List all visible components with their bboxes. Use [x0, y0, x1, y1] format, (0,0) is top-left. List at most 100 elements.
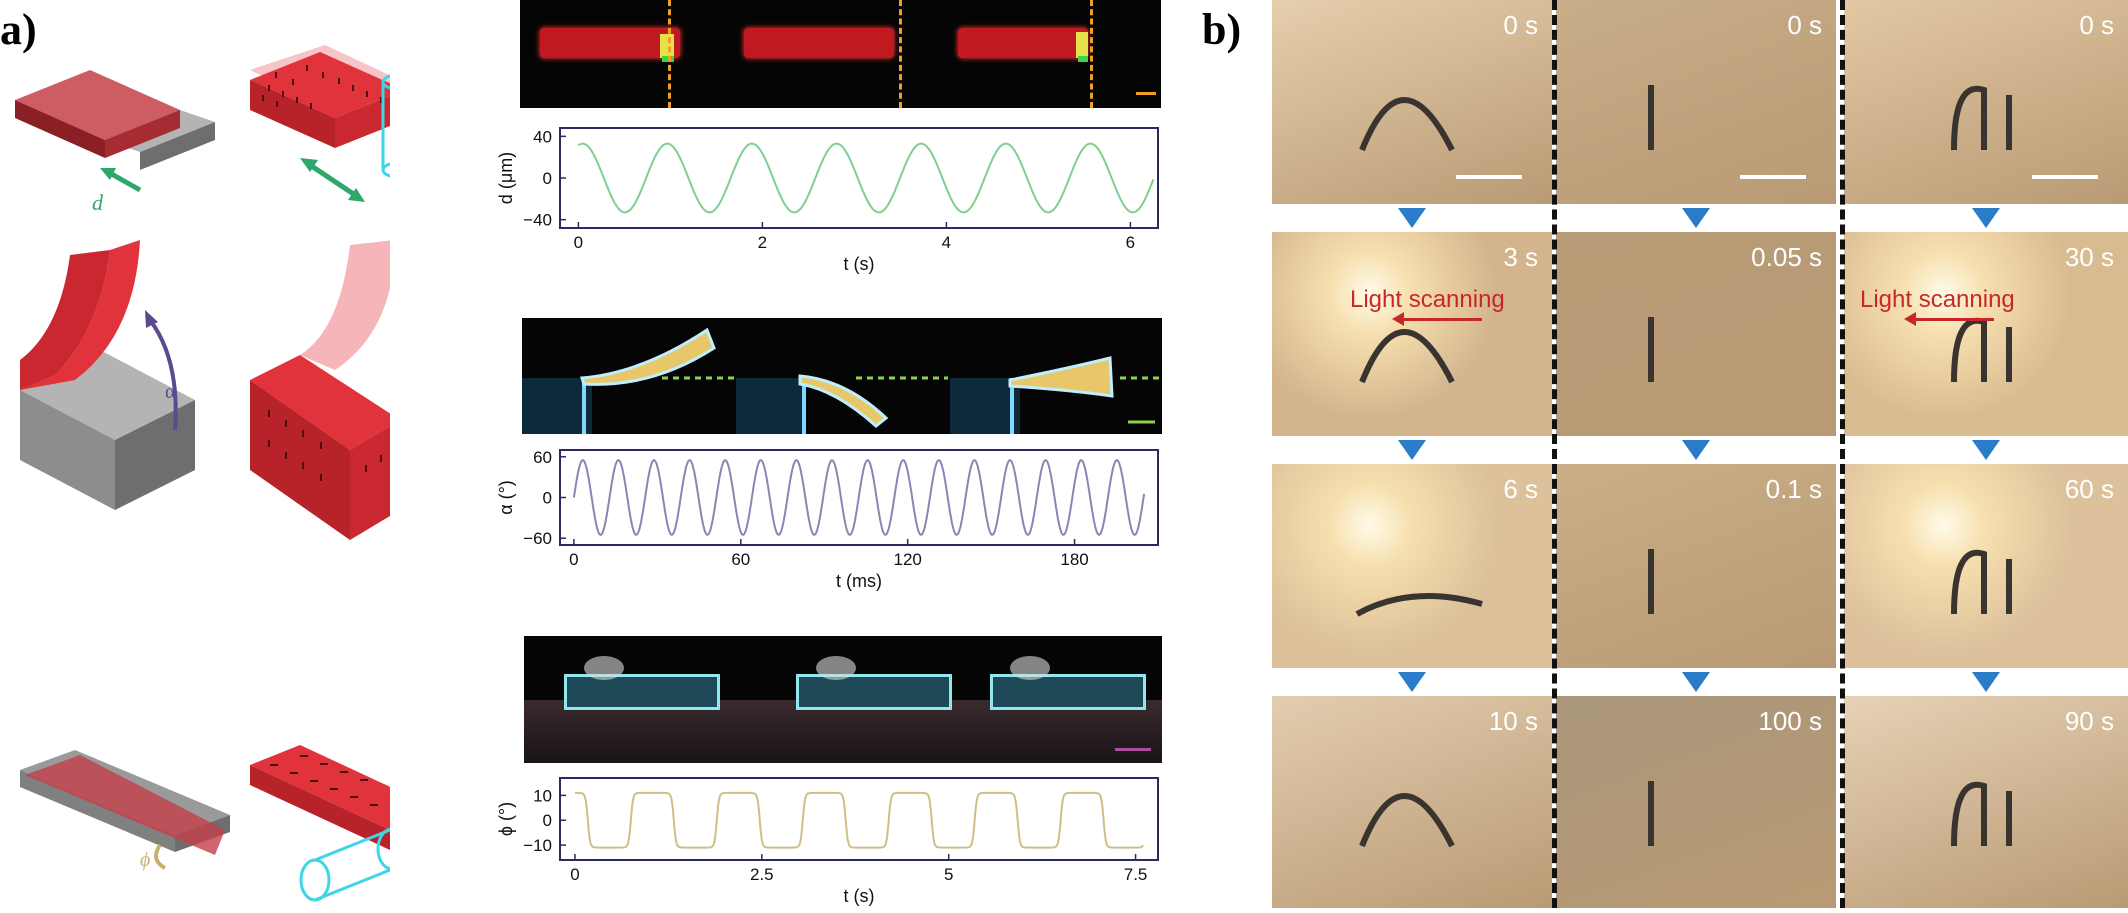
x-tick-label: 180	[1060, 550, 1088, 569]
micrograph-bending	[522, 318, 1162, 434]
time-label: 100 s	[1758, 706, 1822, 736]
y-tick-label: 40	[533, 127, 552, 146]
y-axis-label: ϕ (°)	[496, 802, 516, 836]
x-tick-label: 6	[1126, 233, 1135, 252]
sample-silhouette	[1951, 317, 2012, 383]
label-alpha: α	[165, 381, 176, 403]
y-axis-label: α (°)	[496, 480, 516, 515]
y-tick-label: −40	[523, 211, 552, 230]
micrograph-translation	[520, 0, 1161, 108]
y-axis-label: d (μm)	[496, 152, 516, 204]
light-scanning-arrowhead	[1392, 312, 1404, 326]
schematic-translation-patterned	[250, 45, 390, 202]
schematics: d α	[15, 45, 390, 902]
plot-twisting: 10 0 −10 0 2.5 5 7.5 t (s) ϕ (°)	[490, 772, 1170, 908]
time-label: 6 s	[1503, 474, 1538, 504]
x-tick-label: 5	[944, 865, 953, 884]
x-tick-label: 0	[570, 865, 579, 884]
light-scanning-label: Light scanning	[1350, 286, 1505, 313]
down-arrow	[1682, 208, 1710, 228]
time-label: 30 s	[2064, 242, 2114, 272]
sample-silhouette	[1359, 97, 1455, 152]
down-arrow	[1398, 208, 1426, 228]
light-scanning-arrowhead	[1904, 312, 1916, 326]
schematic-twisting: ϕ	[20, 750, 230, 871]
photo-frame: 10 s	[1272, 696, 1552, 908]
time-label: 0 s	[2079, 10, 2114, 40]
x-tick-label: 2.5	[750, 865, 774, 884]
time-label: 90 s	[2064, 706, 2114, 736]
label-d: d	[92, 190, 104, 215]
sample-silhouette	[1355, 593, 1483, 617]
sample-silhouette	[1951, 85, 2012, 151]
time-label: 0 s	[1503, 10, 1538, 40]
x-tick-label: 0	[569, 550, 578, 569]
x-axis-label: t (ms)	[836, 571, 882, 591]
photo-frame: 0 s	[1272, 0, 1552, 204]
x-tick-label: 4	[942, 233, 951, 252]
down-arrow	[1682, 440, 1710, 460]
photo-frame: 0.05 s	[1556, 232, 1836, 436]
y-tick-label: 0	[543, 169, 552, 188]
plot-bending-svg: 60 0 −60 0 60 120 180 t (ms) α (°)	[496, 448, 1159, 591]
photo-frame: 0 s	[1556, 0, 1836, 204]
photo-frame: 100 s	[1556, 696, 1836, 908]
down-arrow	[1682, 672, 1710, 692]
down-arrow	[1398, 672, 1426, 692]
y-tick-label: 10	[533, 786, 552, 805]
y-tick-label: −60	[523, 529, 552, 548]
column-separator	[1552, 0, 1557, 908]
down-arrow	[1972, 672, 2000, 692]
y-tick-label: 0	[543, 489, 552, 508]
time-label: 60 s	[2064, 474, 2114, 504]
series-line	[577, 142, 1155, 214]
x-tick-label: 2	[758, 233, 767, 252]
scale-bar	[1456, 175, 1522, 179]
y-tick-label: −10	[523, 836, 552, 855]
panel-label-a: a)	[0, 5, 37, 54]
y-tick-label: 60	[533, 448, 552, 467]
photo-frame: 0.1 s	[1556, 464, 1836, 668]
x-axis-label: t (s)	[844, 886, 875, 906]
plot-twisting-svg: 10 0 −10 0 2.5 5 7.5 t (s) ϕ (°)	[496, 777, 1159, 906]
label-phi: ϕ	[140, 849, 150, 871]
panel-label-b: b)	[1202, 5, 1242, 54]
schematic-twisting-patterned	[250, 745, 390, 902]
down-arrow	[1398, 440, 1426, 460]
sample-silhouette	[1359, 329, 1455, 384]
sample-silhouette	[1648, 317, 1654, 382]
light-scanning-arrow	[1914, 318, 1994, 321]
sample-silhouette	[1359, 793, 1455, 848]
schematic-translation: d	[15, 70, 215, 215]
sample-silhouette	[1648, 85, 1654, 150]
photo-frame: 30 s Light scanning	[1844, 232, 2128, 436]
x-tick-label: 60	[731, 550, 750, 569]
time-label: 10 s	[1488, 706, 1538, 736]
photo-frame: 90 s	[1844, 696, 2128, 908]
schematic-bending: α	[20, 240, 195, 510]
sample-silhouette	[1951, 781, 2012, 847]
sample-silhouette	[1648, 781, 1654, 846]
time-label: 0.05 s	[1751, 242, 1822, 272]
scale-bar	[2032, 175, 2098, 179]
photo-frame: 6 s	[1272, 464, 1552, 668]
photo-frame: 0 s	[1844, 0, 2128, 204]
x-tick-label: 120	[893, 550, 921, 569]
time-label: 0 s	[1787, 10, 1822, 40]
y-tick-label: 0	[543, 811, 552, 830]
sample-silhouette	[1648, 549, 1654, 614]
x-tick-label: 7.5	[1124, 865, 1148, 884]
plot-frame	[559, 777, 1159, 861]
x-axis-label: t (s)	[844, 254, 875, 274]
light-scanning-label: Light scanning	[1860, 286, 2015, 313]
scale-bar	[1740, 175, 1806, 179]
series-line	[572, 459, 1146, 536]
micrograph-twisting	[524, 636, 1162, 763]
down-arrow	[1972, 440, 2000, 460]
column-separator	[1840, 0, 1845, 908]
sample-silhouette	[1951, 549, 2012, 615]
light-scanning-arrow	[1402, 318, 1482, 321]
